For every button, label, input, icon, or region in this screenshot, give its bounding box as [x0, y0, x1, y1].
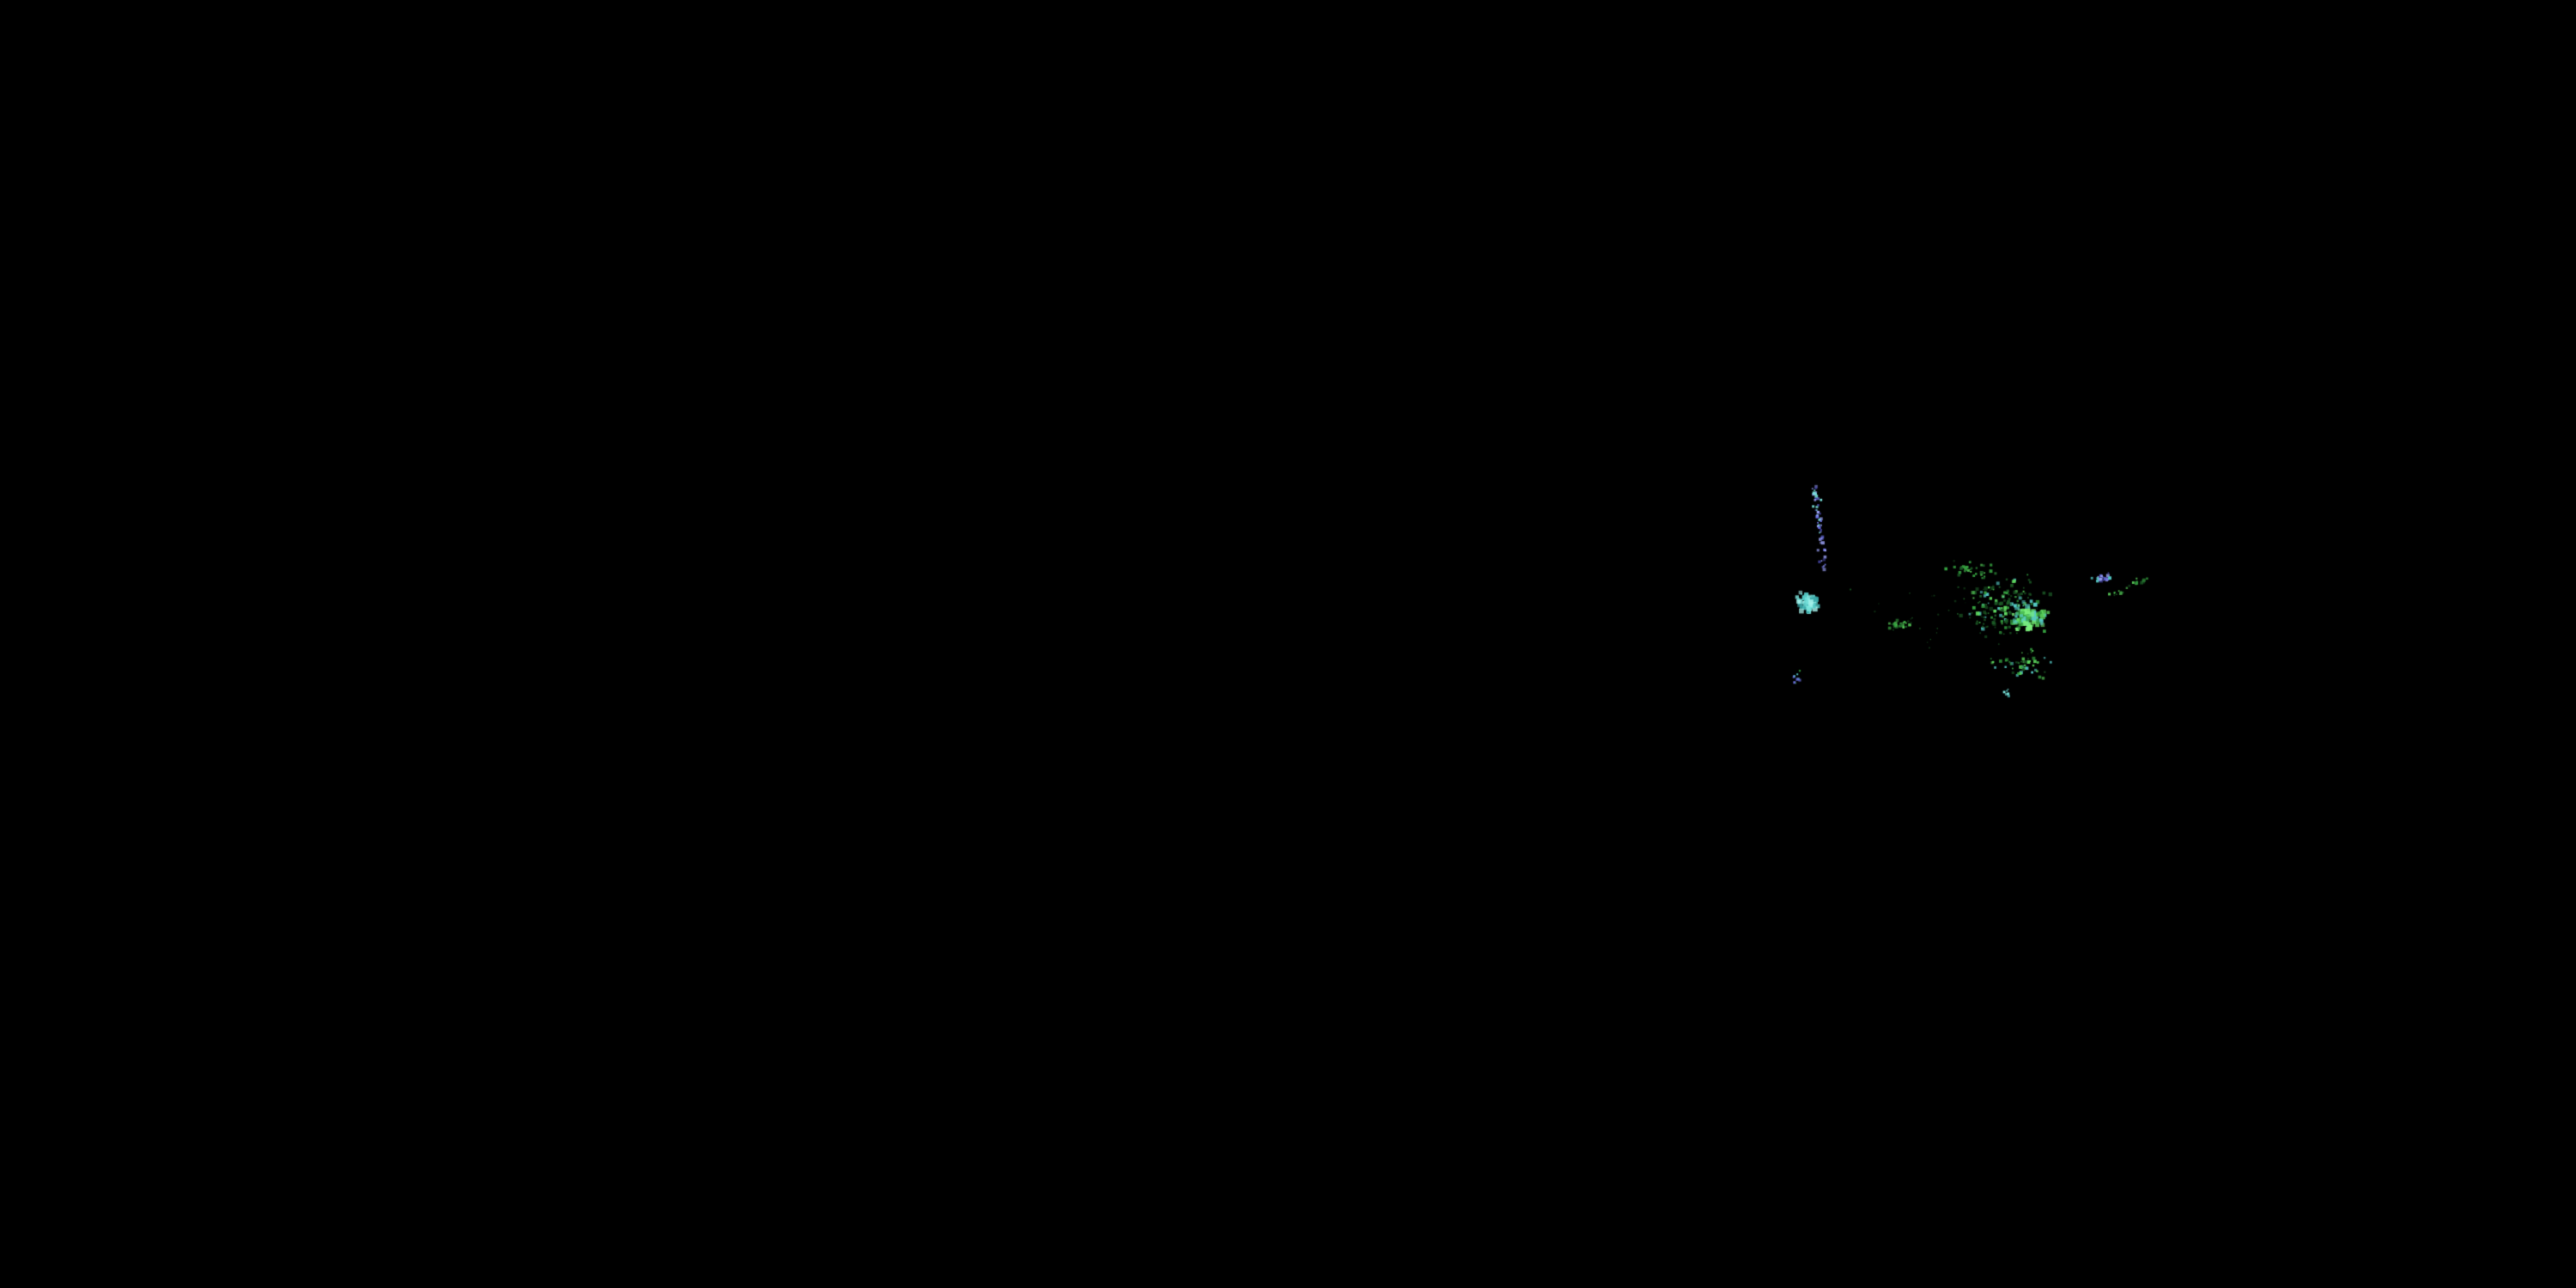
speckle-canvas [0, 0, 2576, 1288]
black-background [0, 0, 2576, 1288]
